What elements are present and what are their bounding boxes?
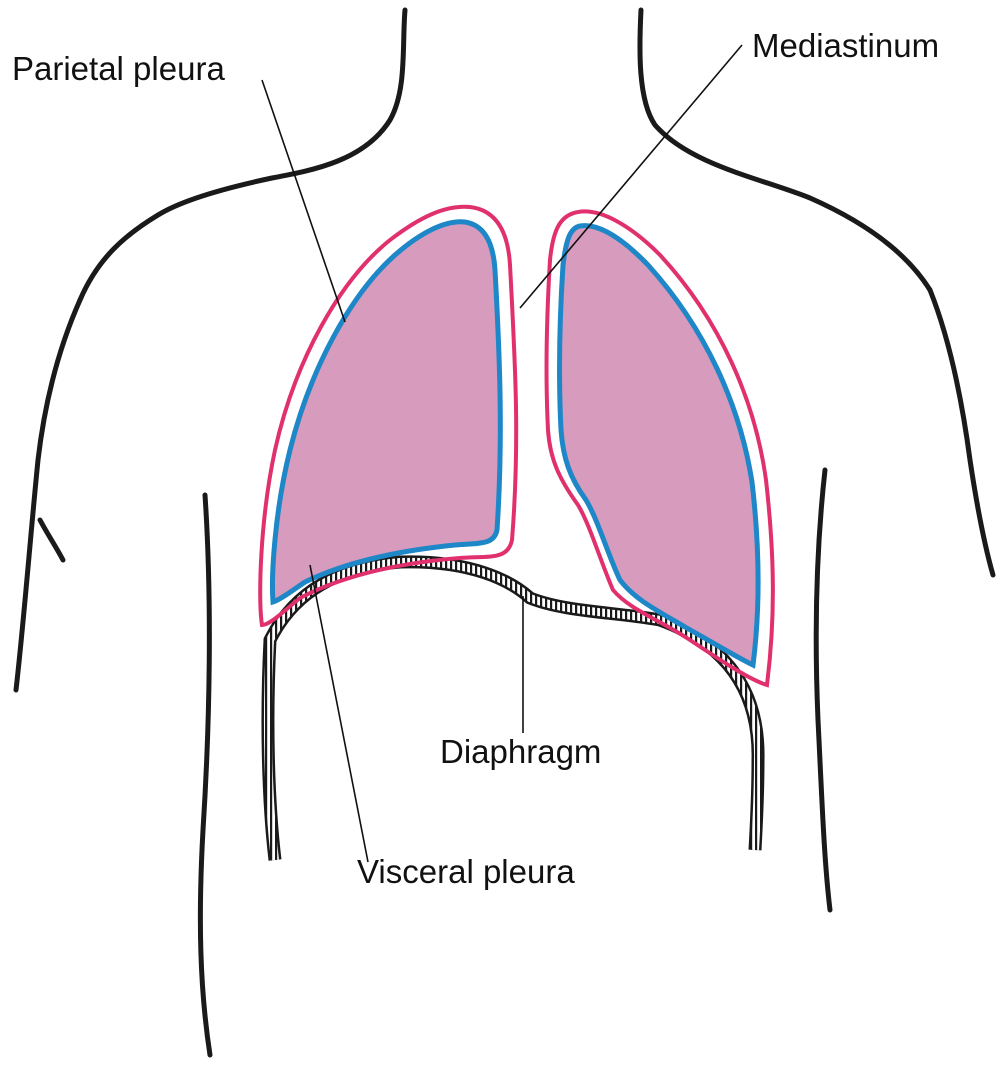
left-lung-tissue <box>273 222 501 602</box>
left-arm-inner-line <box>40 520 63 560</box>
left-torso-side-line <box>200 495 210 1055</box>
right-arm-outer-line <box>930 290 993 575</box>
diaphragm-label: Diaphragm <box>440 733 601 770</box>
right-lung-tissue <box>560 226 759 665</box>
left-arm-outer-line <box>16 300 80 690</box>
parietal-pleura-label: Parietal pleura <box>12 50 225 87</box>
right-torso-side-line <box>816 470 830 910</box>
parietal-pleura-leader-line <box>262 80 345 322</box>
visceral-pleura-label: Visceral pleura <box>357 853 575 890</box>
visceral-pleura-leader-line <box>310 565 368 862</box>
mediastinum-label: Mediastinum <box>752 27 939 64</box>
body-outline <box>16 10 993 1055</box>
